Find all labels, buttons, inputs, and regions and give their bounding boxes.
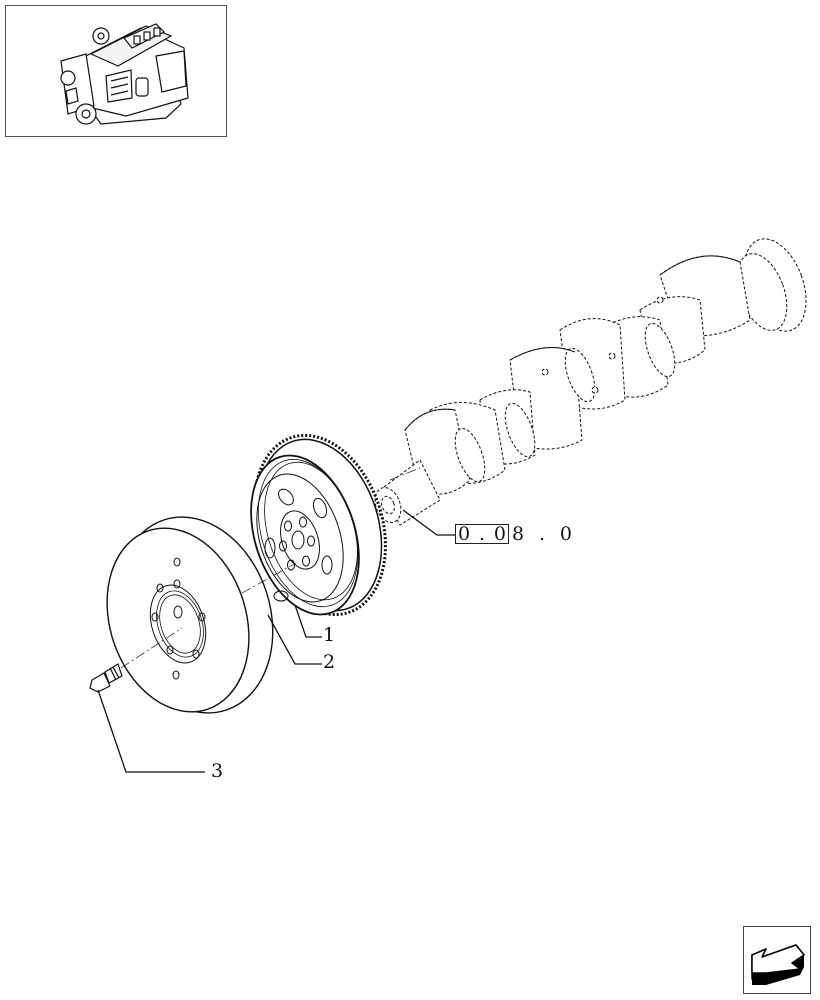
pulley-drawing	[250, 433, 387, 617]
reference-tail-section: 8 . 0	[509, 523, 572, 545]
leader-line-2	[267, 614, 322, 665]
vibration-damper-drawing	[106, 516, 274, 714]
ref-char: .	[478, 523, 486, 545]
ref-char: 0	[458, 523, 471, 545]
ref-char: 8	[512, 523, 525, 545]
arrow-back-left-icon	[751, 944, 805, 985]
reference-boxed-section: 0 . 0	[455, 523, 509, 545]
leader-line-ref	[402, 509, 455, 536]
ref-char: 0	[559, 523, 572, 545]
crankshaft-reference-link[interactable]: 0 . 0 8 . 0	[455, 523, 572, 545]
crankshaft-drawing	[374, 238, 807, 526]
leader-lines	[97, 509, 455, 773]
ref-char: 0	[493, 523, 506, 545]
back-navigation-button[interactable]	[743, 926, 811, 994]
leader-line-3	[97, 689, 205, 773]
callout-label-1[interactable]: 1	[323, 624, 336, 646]
engine-thumbnail-frame[interactable]	[5, 5, 227, 137]
leader-line-1	[294, 604, 322, 638]
assembly-axis-line	[120, 467, 421, 669]
ref-char: .	[538, 523, 546, 545]
screw-drawing	[89, 663, 123, 693]
callout-label-2[interactable]: 2	[323, 651, 336, 673]
engine-thumbnail-icon	[60, 23, 189, 125]
callout-label-3[interactable]: 3	[211, 760, 224, 782]
